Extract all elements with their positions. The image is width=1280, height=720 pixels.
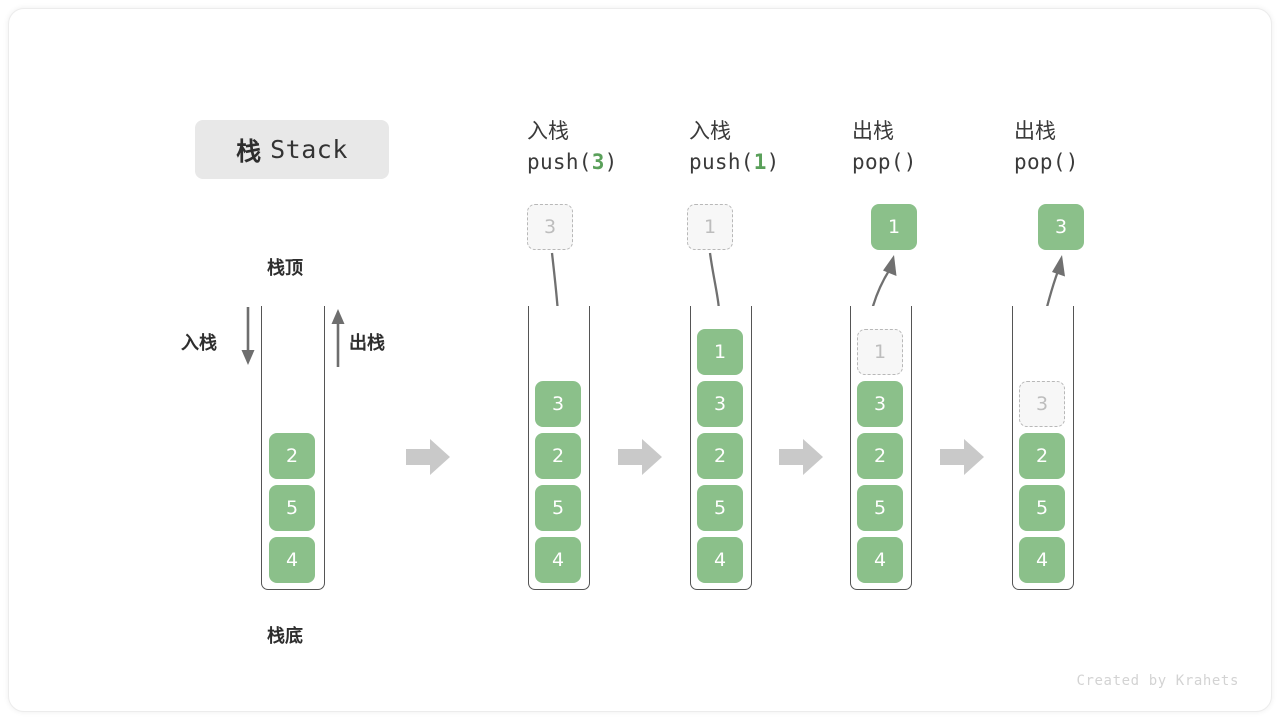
stage-header-cn: 入栈 xyxy=(527,119,569,143)
code-post: ) xyxy=(604,150,618,174)
credit-text: Created by Krahets xyxy=(1076,673,1239,689)
stage-header-cn: 入栈 xyxy=(689,119,731,143)
pop-direction-arrow-icon xyxy=(331,309,345,367)
stage-header-code: pop() xyxy=(1014,146,1204,178)
incoming-element-ghost: 3 xyxy=(527,204,573,250)
diagram-card: 栈 Stack 栈顶 栈底 入栈 出栈 2 5 4 入栈 push(3) 3 xyxy=(8,8,1272,712)
stack-cell: 5 xyxy=(1019,485,1065,531)
popped-element: 3 xyxy=(1038,204,1084,250)
stack-cell: 2 xyxy=(269,433,315,479)
stage-header-code: pop() xyxy=(852,146,1042,178)
code-arg: 3 xyxy=(591,150,605,174)
code-post: ) xyxy=(903,150,917,174)
stack-cell: 3 xyxy=(697,381,743,427)
stack-cell-ghost: 1 xyxy=(857,329,903,375)
stage-header-push-3: 入栈 push(3) xyxy=(527,116,717,178)
code-post: ) xyxy=(1065,150,1079,174)
stack-cell: 2 xyxy=(697,433,743,479)
page-title-en: Stack xyxy=(270,135,348,164)
push-annotation-label: 入栈 xyxy=(181,333,217,354)
stack-top-label: 栈顶 xyxy=(267,258,303,279)
stack-cell: 4 xyxy=(697,537,743,583)
stack-cell: 5 xyxy=(697,485,743,531)
stage-header-cn: 出栈 xyxy=(1014,119,1056,143)
transition-arrow-icon xyxy=(618,439,662,475)
stack-cell: 4 xyxy=(535,537,581,583)
transition-arrow-icon xyxy=(940,439,984,475)
stage-header-pop-1: 出栈 pop() xyxy=(852,116,1042,178)
code-pre: push( xyxy=(527,150,592,174)
stage-header-pop-3: 出栈 pop() xyxy=(1014,116,1204,178)
incoming-element-ghost: 1 xyxy=(687,204,733,250)
page-title-badge: 栈 Stack xyxy=(195,120,389,179)
stage-header-cn: 出栈 xyxy=(852,119,894,143)
transition-arrow-icon xyxy=(779,439,823,475)
stage-header-code: push(3) xyxy=(527,146,717,178)
transition-arrow-icon xyxy=(406,439,450,475)
stack-cell: 4 xyxy=(857,537,903,583)
stack-cell: 5 xyxy=(535,485,581,531)
code-pre: push( xyxy=(689,150,754,174)
code-arg: 1 xyxy=(753,150,767,174)
stack-cell: 2 xyxy=(1019,433,1065,479)
code-pre: pop( xyxy=(852,150,904,174)
stack-bottom-label: 栈底 xyxy=(267,626,303,647)
code-post: ) xyxy=(766,150,780,174)
stack-cell: 5 xyxy=(857,485,903,531)
stack-cell: 3 xyxy=(857,381,903,427)
stack-cell: 5 xyxy=(269,485,315,531)
stack-cell: 4 xyxy=(269,537,315,583)
stack-cell: 4 xyxy=(1019,537,1065,583)
stack-cell: 2 xyxy=(535,433,581,479)
page-title-cn: 栈 xyxy=(236,136,262,166)
push-direction-arrow-icon xyxy=(241,307,255,365)
stack-cell: 1 xyxy=(697,329,743,375)
pop-annotation-label: 出栈 xyxy=(349,333,385,354)
stack-cell-ghost: 3 xyxy=(1019,381,1065,427)
stage-header-push-1: 入栈 push(1) xyxy=(689,116,879,178)
stack-cell: 3 xyxy=(535,381,581,427)
stack-cell: 2 xyxy=(857,433,903,479)
popped-element: 1 xyxy=(871,204,917,250)
code-pre: pop( xyxy=(1014,150,1066,174)
stage-header-code: push(1) xyxy=(689,146,879,178)
